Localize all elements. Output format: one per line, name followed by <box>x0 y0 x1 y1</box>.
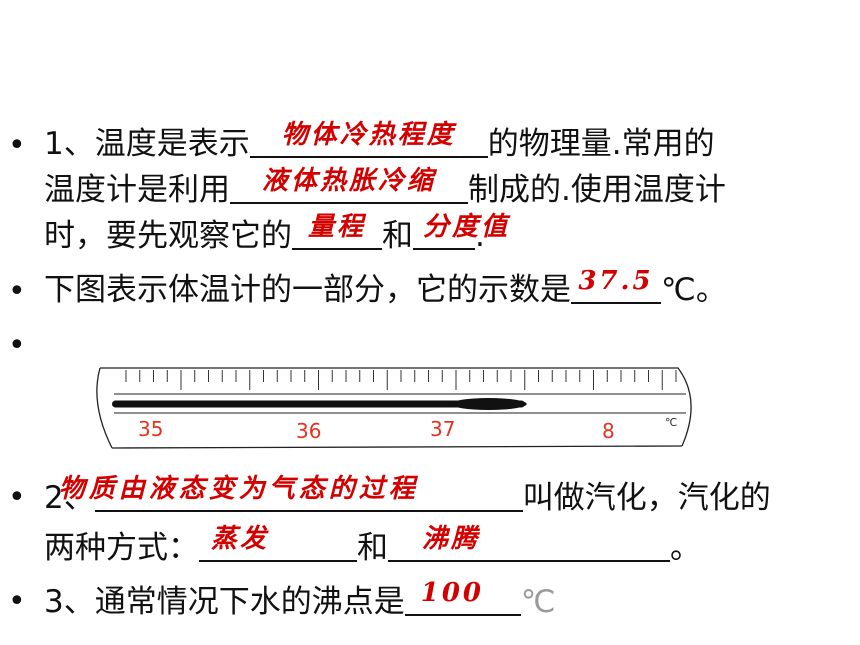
q1-line3-mid: 和 <box>382 218 413 254</box>
mercury-column <box>112 400 525 408</box>
bullet-4: • <box>8 480 26 515</box>
q1-line2-pre: 温度计是利用 <box>44 172 230 208</box>
bullet-3: • <box>8 328 26 363</box>
mercury-bulge <box>450 398 527 410</box>
thermometer-figure: 35 36 37 8 ℃ <box>96 367 692 449</box>
q3-unit: ℃ <box>520 584 556 620</box>
q2-blank2: 蒸发 <box>199 524 357 562</box>
q3-text: 3、通常情况下水的沸点是 <box>44 584 405 620</box>
q1-answer3: 量程 <box>307 212 366 242</box>
q2-answer1: 物质由液态变为气态的过程 <box>58 474 419 504</box>
q2-answer3: 沸腾 <box>422 524 481 554</box>
q1-line3-post: . <box>475 218 485 254</box>
q2-line1: 2、物质由液态变为气态的过程 叫做汽化，汽化的 <box>44 474 771 516</box>
tick-label-38: 8 <box>602 419 615 443</box>
q1-line3: 时，要先观察它的量程和分度值. <box>44 212 507 254</box>
thermometer-body <box>96 367 692 449</box>
q1-answer4: 分度值 <box>423 212 511 242</box>
q2-line1-pre: 2、 <box>44 480 95 516</box>
bullet-1: • <box>8 128 26 163</box>
q1-answer2: 液体热胀冷缩 <box>261 166 436 196</box>
q2-line2-post: 。 <box>670 530 701 566</box>
q2-line2: 两种方式： 蒸发 和 沸腾 。 <box>44 524 701 566</box>
q3-answer: 100 <box>420 578 485 608</box>
tick-label-35: 35 <box>138 417 163 441</box>
q1-line2-post: 制成的.使用温度计 <box>468 172 726 208</box>
q3-blank: 100 <box>404 578 521 616</box>
thermometer-unit-mark: ℃ <box>665 416 677 429</box>
thermo-unit: ℃。 <box>661 272 727 308</box>
q1-blank2: 液体热胀冷缩 <box>230 166 468 204</box>
q1-line1: 1、温度是表示 物体冷热程度 的物理量.常用的 <box>44 120 715 162</box>
q1-line1-post: 的物理量.常用的 <box>487 126 715 162</box>
q1-line1-pre: 1、温度是表示 <box>44 126 250 162</box>
tick-label-37: 37 <box>430 417 455 441</box>
q2-line2-mid: 和 <box>357 530 388 566</box>
q1-line2: 温度计是利用 液体热胀冷缩 制成的.使用温度计 <box>44 166 726 208</box>
q2-line1-post: 叫做汽化，汽化的 <box>522 480 771 516</box>
tick-label-36: 36 <box>296 419 321 443</box>
thermo-answer: 37.5 <box>578 266 654 296</box>
q1-blank4: 分度值 <box>413 212 507 250</box>
q1-blank1: 物体冷热程度 <box>249 120 488 158</box>
bullet-5: • <box>8 584 26 619</box>
bullet-2: • <box>8 274 26 309</box>
q1-answer1: 物体冷热程度 <box>281 120 456 150</box>
q2-line2-pre: 两种方式： <box>44 530 199 566</box>
q3-line: 3、通常情况下水的沸点是 100 ℃ <box>44 578 556 620</box>
thermometer-ticks <box>125 370 677 390</box>
q1-blank3: 量程 <box>292 212 382 250</box>
q2-blank3: 沸腾 <box>388 524 670 562</box>
q2-answer2: 蒸发 <box>211 524 270 554</box>
q1-line3-pre: 时，要先观察它的 <box>44 218 292 254</box>
thermo-blank: 37.5 <box>571 266 661 304</box>
thermo-question-text: 下图表示体温计的一部分，它的示数是 <box>44 272 571 308</box>
q2-blank1: 物质由液态变为气态的过程 <box>59 474 523 512</box>
